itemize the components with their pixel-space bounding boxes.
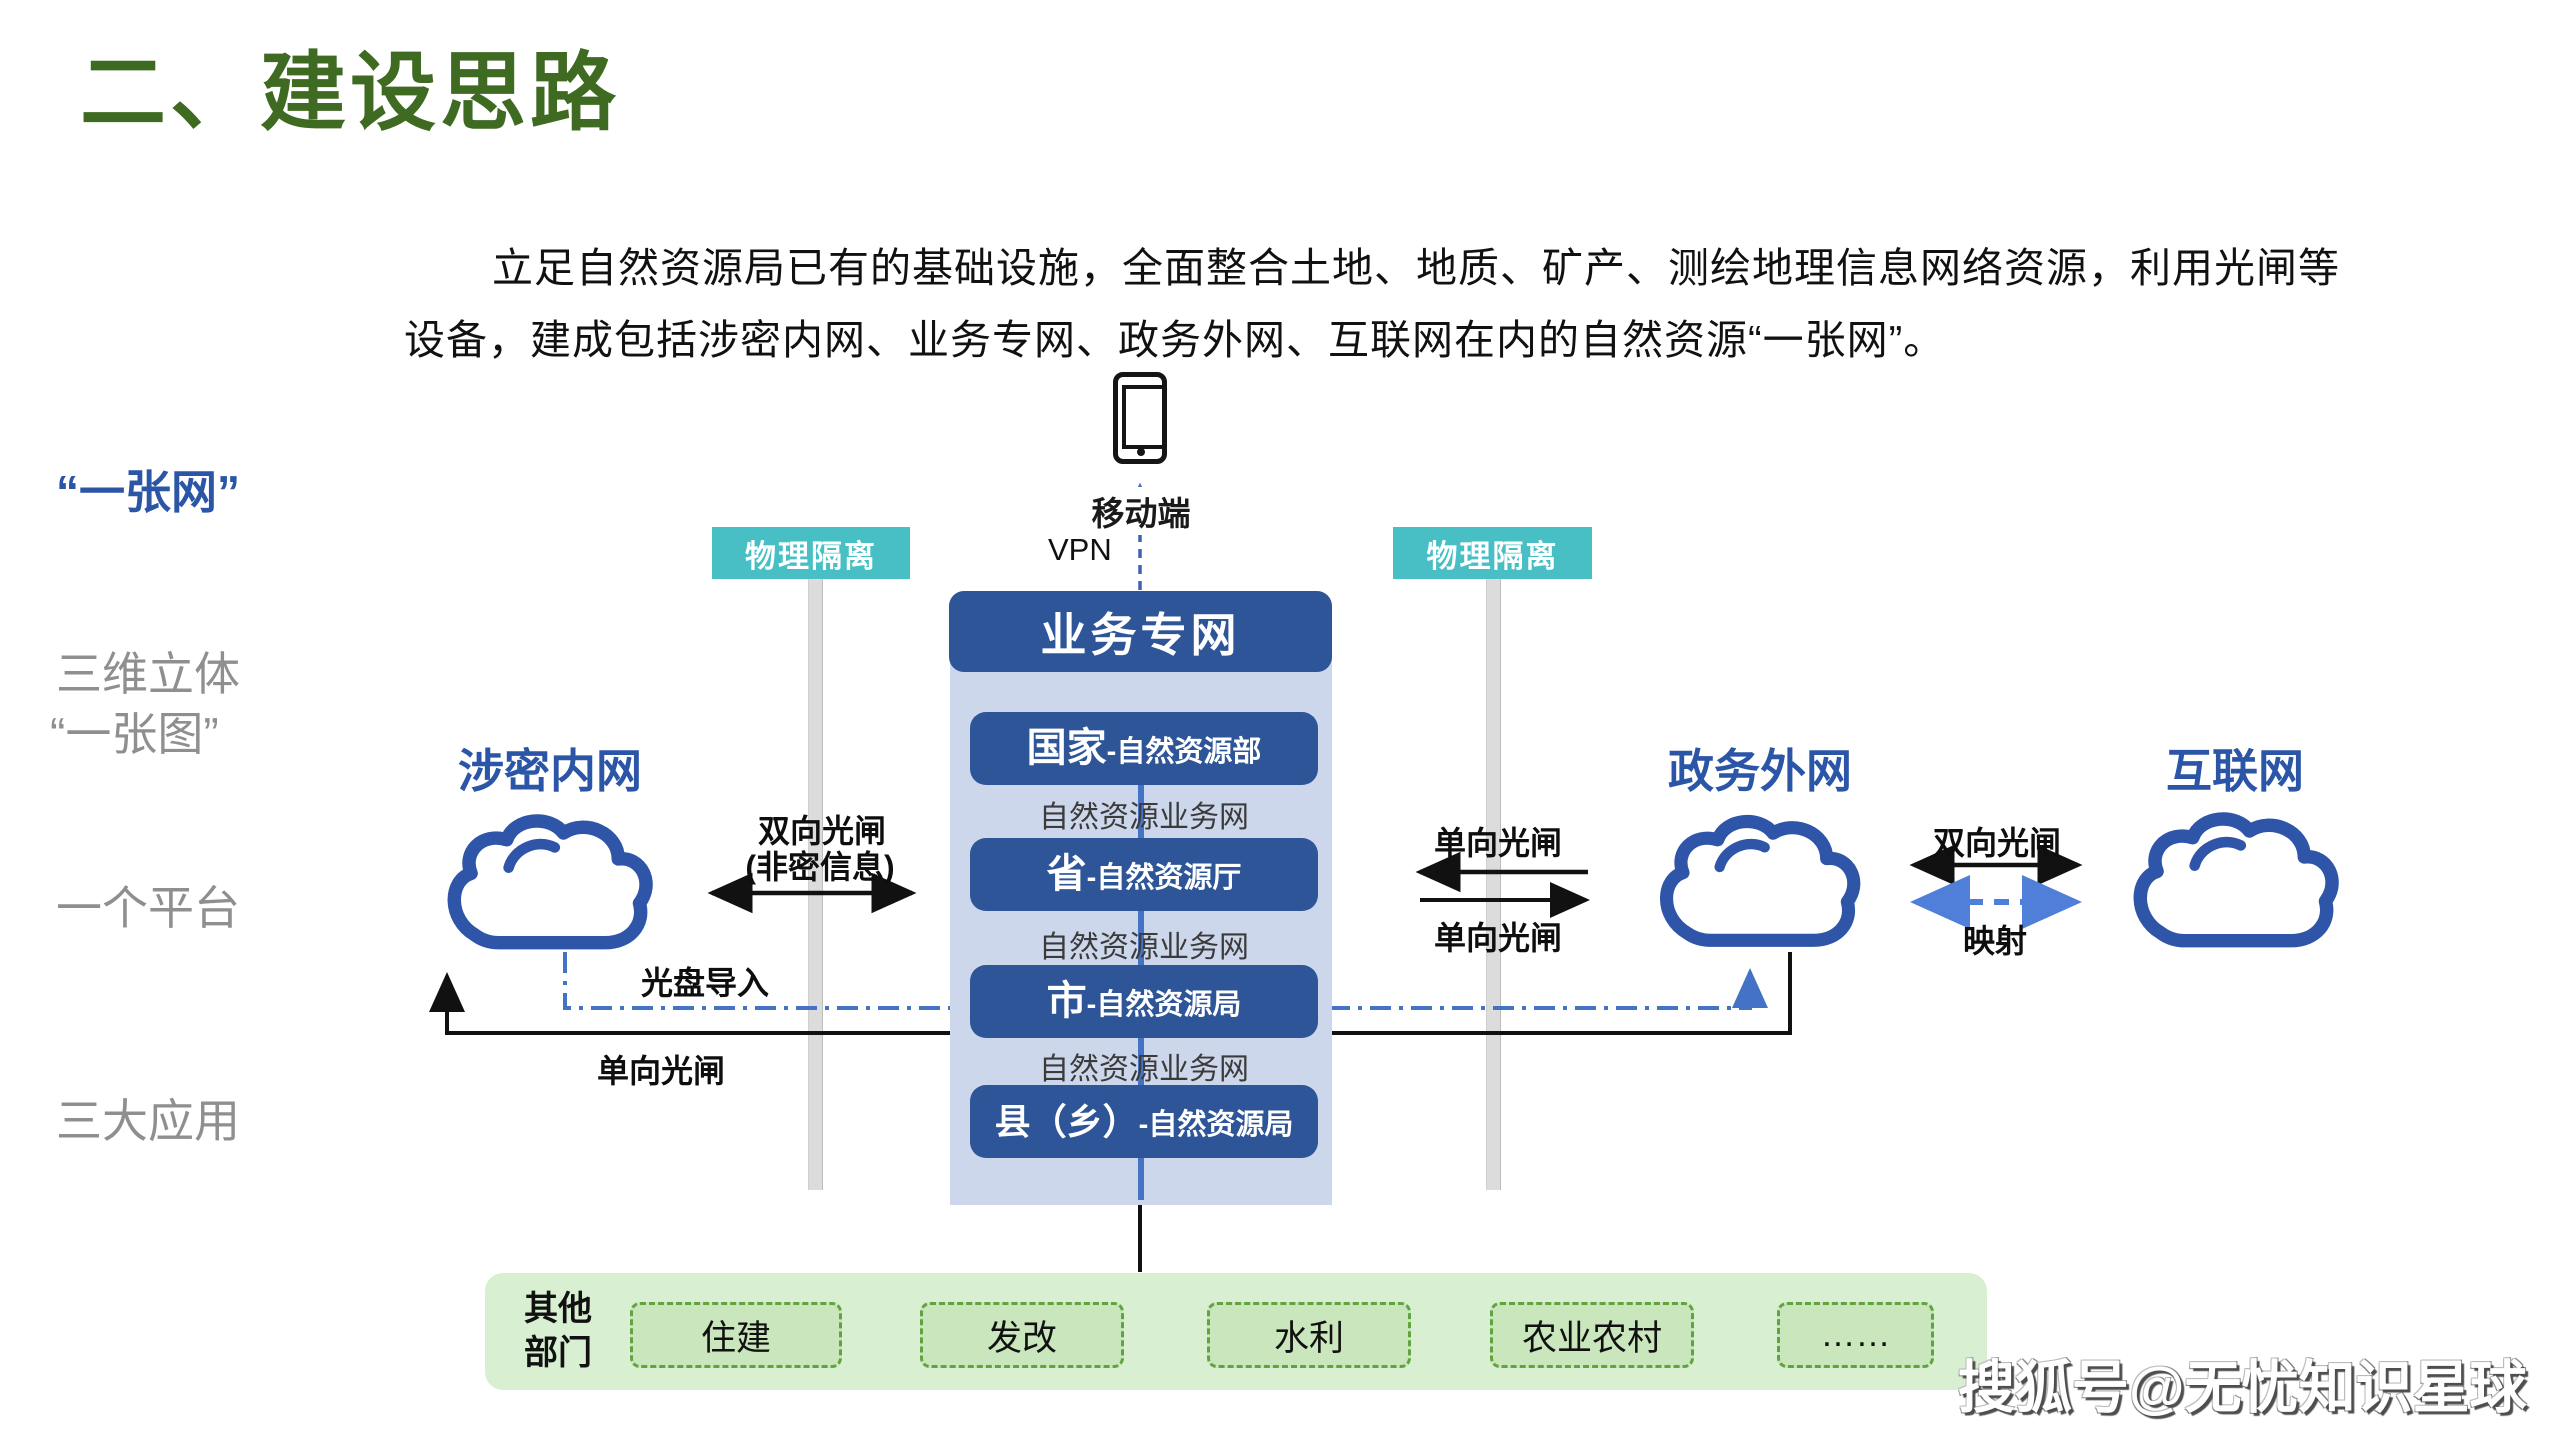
mobile-phone-icon: [1113, 372, 1167, 464]
phone-screen: [1122, 385, 1166, 449]
level-box-city: 市-自然资源局: [970, 965, 1318, 1038]
sidebar-item-3d-line1: 三维立体: [56, 648, 240, 700]
sidebar-item-three-apps: 三大应用: [56, 1095, 240, 1147]
sidebar-item-3d-line2: “一张图”: [50, 708, 219, 760]
link-label-2: 自然资源业务网: [1039, 931, 1249, 964]
dept-box-water: 水利: [1207, 1302, 1411, 1368]
isolation-bar-right: [1486, 577, 1501, 1190]
level-name: 省: [1046, 852, 1087, 896]
intro-line-1: 立足自然资源局已有的基础设施，全面整合土地、地质、矿产、测绘地理信息网络资源，利…: [492, 245, 2340, 291]
other-depts-label: 其他 部门: [524, 1290, 592, 1372]
link-label-1: 自然资源业务网: [1039, 801, 1249, 834]
level-name: 县（乡）: [994, 1101, 1139, 1142]
level-org: -自然资源厅: [1086, 862, 1242, 894]
intro-line-2: 设备，建成包括涉密内网、业务专网、政务外网、互联网在内的自然资源“一张网”。: [404, 317, 1946, 363]
oneway-bottom-label: 单向光闸: [596, 1053, 725, 1089]
cloud-icon-internet: [2133, 812, 2339, 948]
disc-import-route: [563, 952, 1768, 1010]
dept-box-agriculture: 农业农村: [1490, 1302, 1694, 1368]
page-title: 二、建设思路: [80, 45, 620, 141]
left-bidi-gate-label: 双向光闸: [757, 813, 886, 849]
isolation-tag-right: 物理隔离: [1393, 527, 1592, 579]
cloud-icon-gov-extranet: [1660, 814, 1861, 947]
level-name: 国家: [1026, 726, 1107, 770]
dept-box-development: 发改: [920, 1302, 1124, 1368]
level-box-national: 国家-自然资源部: [970, 712, 1318, 785]
level-org: -自然资源局: [1138, 1109, 1294, 1141]
cloud-label-secret-intranet: 涉密内网: [458, 745, 642, 797]
level-org: -自然资源部: [1106, 736, 1262, 768]
level-name: 市: [1046, 979, 1087, 1023]
level-org: -自然资源局: [1086, 989, 1242, 1021]
link-label-3: 自然资源业务网: [1039, 1053, 1249, 1086]
mobile-label: 移动端: [1085, 487, 1197, 535]
dept-box-housing: 住建: [630, 1302, 842, 1368]
disc-import-label: 光盘导入: [640, 965, 769, 1001]
cloud-label-gov-extranet: 政务外网: [1668, 745, 1852, 797]
cloud-icon-secret-intranet: [447, 814, 653, 950]
watermark: 搜狐号@无忧知识星球: [1958, 1356, 2527, 1420]
level-box-county: 县（乡）-自然资源局: [970, 1085, 1318, 1158]
far-bidi-gate-label: 双向光闸: [1932, 825, 2061, 861]
sidebar-item-one-network: “一张网”: [56, 466, 240, 518]
cloud-label-internet: 互联网: [2166, 745, 2304, 797]
mapping-label: 映射: [1962, 923, 2027, 959]
right-oneway-bottom-label: 单向光闸: [1433, 920, 1562, 956]
left-bidi-gate-note: (非密信息): [745, 849, 895, 885]
vpn-label: VPN: [1048, 532, 1112, 567]
isolation-tag-left: 物理隔离: [712, 527, 910, 579]
dept-box-ellipsis: ……: [1777, 1302, 1934, 1368]
private-network-header: 业务专网: [949, 591, 1332, 672]
phone-home-button: [1137, 448, 1145, 456]
right-oneway-top-label: 单向光闸: [1433, 825, 1562, 861]
level-box-province: 省-自然资源厅: [970, 838, 1318, 911]
sidebar-item-one-platform: 一个平台: [56, 882, 240, 934]
